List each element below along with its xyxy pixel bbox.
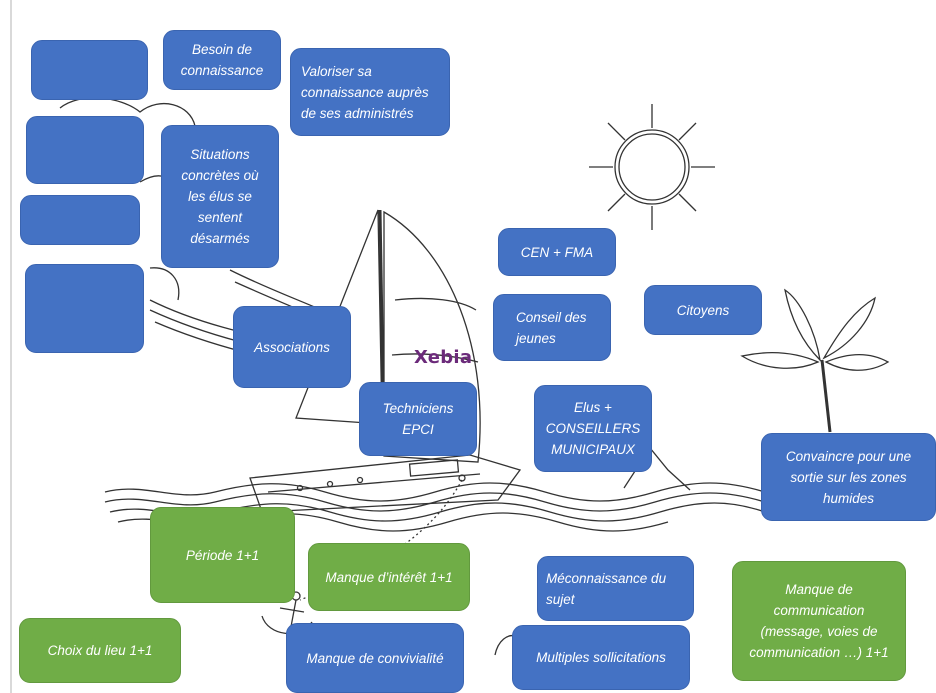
note-associations[interactable]: Associations xyxy=(233,306,351,388)
blank-note-1[interactable] xyxy=(31,40,148,100)
xebia-logo: Xebia xyxy=(414,347,473,368)
note-situations-concretes[interactable]: Situations concrètes où les élus se sent… xyxy=(161,125,279,268)
note-convaincre-sortie[interactable]: Convaincre pour une sortie sur les zones… xyxy=(761,433,936,521)
note-valoriser-connaissance[interactable]: Valoriser sa connaissance auprès de ses … xyxy=(290,48,450,136)
left-border-line xyxy=(10,0,12,693)
note-manque-convivialite[interactable]: Manque de convivialité xyxy=(286,623,464,693)
blank-note-4[interactable] xyxy=(25,264,144,353)
note-citoyens[interactable]: Citoyens xyxy=(644,285,762,335)
blank-note-3[interactable] xyxy=(20,195,140,245)
note-conseil-jeunes[interactable]: Conseil des jeunes xyxy=(493,294,611,361)
note-cen-fma[interactable]: CEN + FMA xyxy=(498,228,616,276)
note-meconnaissance-sujet[interactable]: Méconnaissance du sujet xyxy=(537,556,694,621)
note-elus-conseillers[interactable]: Elus + CONSEILLERS MUNICIPAUX xyxy=(534,385,652,472)
note-periode[interactable]: Période 1+1 xyxy=(150,507,295,603)
note-besoin-connaissance[interactable]: Besoin de connaissance xyxy=(163,30,281,90)
note-multiples-sollicitations[interactable]: Multiples sollicitations xyxy=(512,625,690,690)
note-manque-communication[interactable]: Manque de communication (message, voies … xyxy=(732,561,906,681)
note-manque-interet[interactable]: Manque d’intérêt 1+1 xyxy=(308,543,470,611)
note-techniciens-epci[interactable]: Techniciens EPCI xyxy=(359,382,477,456)
blank-note-2[interactable] xyxy=(26,116,144,184)
sun-drawing xyxy=(589,104,715,230)
note-choix-lieu[interactable]: Choix du lieu 1+1 xyxy=(19,618,181,683)
